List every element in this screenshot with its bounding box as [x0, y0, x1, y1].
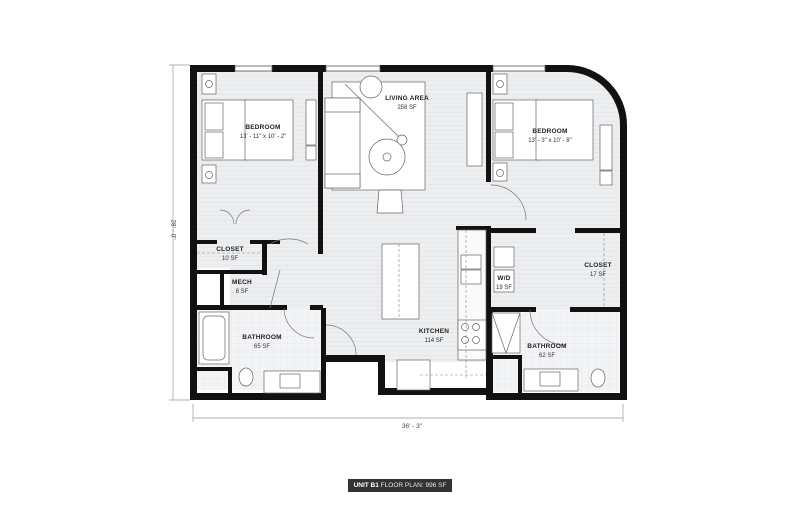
- doors: [219, 184, 566, 356]
- room-label-bathroom-2: BATHROOM 62 SF: [517, 343, 577, 361]
- room-label-wd: W/D 19 SF: [492, 275, 516, 293]
- room-size: 258 SF: [397, 105, 417, 112]
- room-size: 17 SF: [589, 272, 606, 279]
- plan-caption: UNIT B1 FLOOR PLAN: 996 SF: [348, 479, 452, 492]
- room-size: 114 SF: [424, 338, 444, 345]
- dimension-width: 36' - 3": [401, 423, 423, 430]
- dimension-lines: [169, 64, 624, 422]
- room-name: W/D: [497, 275, 511, 282]
- room-name: KITCHEN: [418, 328, 450, 335]
- room-label-kitchen: KITCHEN 114 SF: [409, 328, 459, 346]
- room-size: 8 SF: [235, 289, 249, 296]
- room-label-mech: MECH 8 SF: [222, 279, 262, 297]
- closet-dashed-lines: [197, 230, 605, 380]
- room-size: 13' - 11" x 10' - 2": [239, 134, 287, 141]
- walls: [190, 65, 627, 400]
- room-name: CLOSET: [216, 246, 244, 253]
- room-label-closet-1: CLOSET 10 SF: [210, 246, 250, 264]
- room-name: BEDROOM: [532, 128, 568, 135]
- room-name: BEDROOM: [245, 124, 281, 131]
- room-name: MECH: [232, 279, 252, 286]
- windows: [234, 65, 546, 72]
- room-name: BATHROOM: [242, 334, 282, 341]
- room-label-living-area: LIVING AREA 258 SF: [372, 95, 442, 113]
- unit-title: UNIT B1: [353, 482, 379, 489]
- room-size: 65 SF: [253, 344, 270, 351]
- room-size: 13' - 3" x 10' - 8": [528, 138, 572, 145]
- room-size: 10 SF: [221, 256, 238, 263]
- room-label-bedroom-2: BEDROOM 13' - 3" x 10' - 8": [515, 128, 585, 146]
- room-name: BATHROOM: [527, 343, 567, 350]
- fixtures: [198, 73, 613, 394]
- room-label-bathroom-1: BATHROOM 65 SF: [232, 334, 292, 352]
- room-label-bedroom-1: BEDROOM 13' - 11" x 10' - 2": [228, 124, 298, 142]
- room-size: 62 SF: [538, 353, 555, 360]
- room-name: LIVING AREA: [385, 95, 429, 102]
- room-size: 19 SF: [495, 285, 512, 292]
- room-name: CLOSET: [584, 262, 612, 269]
- room-label-closet-2: CLOSET 17 SF: [578, 262, 618, 280]
- unit-subtitle: FLOOR PLAN: 996 SF: [380, 482, 447, 489]
- dimension-height: 28' - 0": [169, 219, 177, 240]
